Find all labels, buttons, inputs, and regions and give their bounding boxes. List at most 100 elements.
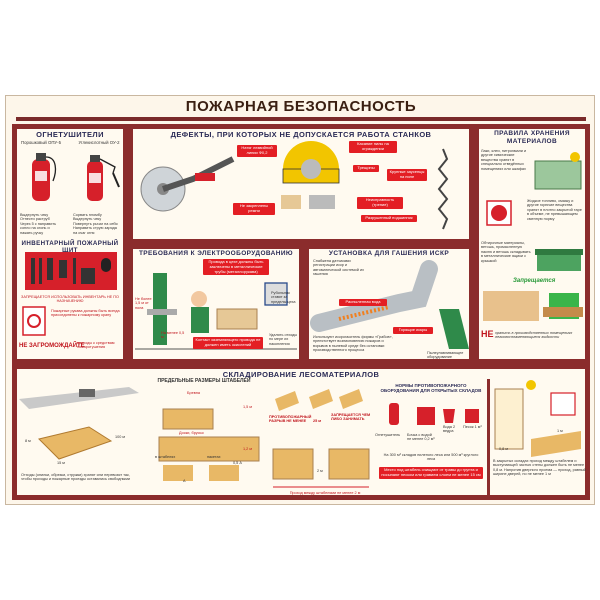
dim-label: 15 м bbox=[57, 461, 65, 465]
metal-box-icon bbox=[535, 249, 583, 271]
powder-step: Отнести раструб bbox=[20, 217, 50, 222]
forbidden-sign: Запрещается bbox=[513, 278, 556, 284]
co2-step: Выдернуть чеку bbox=[73, 217, 102, 222]
shield-forbidden-note: ЗАПРЕЩАЕТСЯ ИСПОЛЬЗОВАТЬ ИНВЕНТАРЬ НЕ ПО… bbox=[21, 295, 119, 304]
storage-text-3: Обтирочные материалы, ветошь, промасленн… bbox=[481, 241, 531, 263]
defects-panel: ДЕФЕКТЫ, ПРИ КОТОРЫХ НЕ ДОПУСКАЕТСЯ РАБО… bbox=[128, 124, 474, 244]
electrical-note-4: Удалять отходы по мере их накопления bbox=[269, 333, 298, 346]
sparks-label-2: Горящие искры bbox=[393, 327, 433, 334]
duct-illustration bbox=[310, 260, 469, 349]
sparks-label-1: Распыленная вода bbox=[339, 299, 387, 306]
forbidden-label: ЗАПРЕЩАЕТСЯ ЧЕМ ЛИБО ЗАНИМАТЬ bbox=[331, 413, 371, 422]
lumber-side-note: Отходы (опилки, обрезки, стружки) хранят… bbox=[21, 473, 131, 482]
divider bbox=[487, 379, 490, 495]
no-block-label: НЕ ЗАГРОМОЖДАЙТЕ bbox=[19, 343, 85, 349]
defect-label: Крупные заусенцы на пиле bbox=[387, 169, 427, 181]
powder-step: нажать ручку bbox=[20, 230, 44, 235]
storage-text-1: Лаки, клеи, нитроэмали и другие химическ… bbox=[481, 149, 527, 171]
co2-step: Повернуть рычаг на себя bbox=[73, 221, 118, 226]
dim-label: А bbox=[183, 479, 186, 483]
powder-steps: Выдернуть чеку Отнести раструб Через 5 с… bbox=[20, 213, 72, 235]
extinguishers-panel: ОГНЕТУШИТЕЛИ Порошковый ОПУ-5 Углекислот… bbox=[12, 124, 128, 364]
dim-label: Не более 1,5 м от пола bbox=[135, 297, 152, 310]
co2-label: Углекислотный ОУ-2 bbox=[78, 140, 120, 145]
powder-label: Порошковый ОПУ-5 bbox=[21, 140, 61, 145]
electrical-header: ТРЕБОВАНИЯ К ЭЛЕКТРООБОРУДОВАНИЮ bbox=[138, 250, 294, 257]
dim-label: 1 м bbox=[557, 429, 563, 433]
electrical-note-1: Провода в цехе должны быть заключены в м… bbox=[203, 259, 269, 276]
sparks-panel: УСТАНОВКА ДЛЯ ГАШЕНИЯ ИСКР Снабжена датч… bbox=[304, 244, 474, 364]
stacks-illustration bbox=[158, 408, 260, 481]
stack-title: ПРЕДЕЛЬНЫЕ РАЗМЕРЫ ШТАБЕЛЕЙ bbox=[157, 378, 251, 384]
extinguisher-icon bbox=[32, 153, 120, 201]
equip-label: Вода 2 ведра bbox=[443, 425, 456, 434]
co2-step: на очаг огня bbox=[73, 230, 95, 235]
storage-panel: ПРАВИЛА ХРАНЕНИЯ МАТЕРИАЛОВ Лаки, клеи, … bbox=[474, 124, 590, 364]
equip-label: Песок 1 м³ bbox=[463, 425, 482, 429]
sparks-label-3: Пылеулавливающее оборудование bbox=[427, 351, 464, 360]
planks-illustration bbox=[272, 389, 370, 488]
dim-label: 1,2 м bbox=[243, 447, 252, 451]
poster: ПОЖАРНАЯ БЕЗОПАСНОСТЬ ОГНЕТУШИТЕЛИ Порош… bbox=[5, 95, 595, 505]
co2-step: Направить струю заряда bbox=[73, 226, 117, 231]
stack-label: в штабелях bbox=[155, 455, 176, 459]
defect-label: Не закреплены ремни bbox=[233, 203, 275, 215]
storage-forbidden-note: хранить в производственных помещениях ле… bbox=[495, 331, 573, 340]
passage-label: Проход между штабелями не менее 2 м bbox=[289, 491, 361, 495]
dim-label: 0,5 А bbox=[233, 461, 242, 465]
gap-value: 25 м bbox=[313, 419, 322, 423]
ratio-note: На 300 м³ складов пиленого леса или 500 … bbox=[383, 453, 479, 462]
defect-label: Неисправность (трение) bbox=[357, 197, 403, 209]
flammable-sign-icon bbox=[486, 200, 512, 226]
equip-label: Бочка с водой не менее 0,2 м³ bbox=[407, 433, 435, 442]
powder-step: Выдернуть чеку bbox=[20, 213, 49, 217]
pump-note: Пожарные рукава должны быть всегда присо… bbox=[51, 309, 120, 318]
storage-text-2: Жидкое топливо, смазку и другие горючие … bbox=[527, 199, 582, 221]
title-rule bbox=[16, 117, 586, 121]
indoor-note: В закрытых складах проход между штабелем… bbox=[493, 459, 586, 477]
stack-label: Доски, брусья bbox=[179, 431, 204, 435]
dim-label: 0,8 м bbox=[499, 447, 508, 451]
dim-label: На менее 0,5 м bbox=[161, 331, 185, 340]
access-note: проходы к средствам пожаротушения bbox=[77, 341, 115, 350]
defect-label: Разрушенный подшипник bbox=[361, 215, 417, 222]
stack-label: пакетах bbox=[207, 455, 221, 459]
co2-steps: Сорвать пломбу Выдернуть чеку Повернуть … bbox=[73, 213, 125, 235]
hydrant-icon bbox=[22, 306, 46, 336]
lumber-panel: СКЛАДИРОВАНИЕ ЛЕСОМАТЕРИАЛОВ 8 м 15 м 10… bbox=[12, 364, 590, 500]
clean-note: Место под штабель очищают от травы до гр… bbox=[379, 467, 483, 479]
defect-label: Касание пилы на ограждении bbox=[349, 141, 397, 153]
indoor-illustration bbox=[494, 380, 581, 457]
co2-step: Сорвать пломбу bbox=[73, 213, 102, 217]
electrical-note-3: Контакт заземляющего провода не должен и… bbox=[193, 337, 263, 349]
shield-header: ИНВЕНТАРНЫЙ ПОЖАРНЫЙ ЩИТ bbox=[21, 240, 119, 254]
dim-label: 8 м bbox=[25, 439, 31, 443]
fire-shield-icon bbox=[25, 252, 117, 290]
defects-illustration bbox=[140, 141, 449, 230]
page-title: ПОЖАРНАЯ БЕЗОПАСНОСТЬ bbox=[185, 98, 417, 115]
forbidden-illustration bbox=[483, 291, 583, 321]
dim-2m: 2 м bbox=[317, 469, 323, 473]
powder-step: сопло на огонь и bbox=[20, 226, 50, 231]
gap-label: ПРОТИВОПОЖАРНЫЙ РАЗРЫВ НЕ МЕНЕЕ bbox=[269, 415, 312, 424]
dim-label: 1,5 м bbox=[243, 405, 252, 409]
powder-step: Через 5 с направить bbox=[20, 221, 57, 226]
equipment-illustration bbox=[389, 403, 479, 425]
sparks-note-1: Снабжена датчиками регистрации искр и ав… bbox=[313, 259, 364, 277]
storage-header: ПРАВИЛА ХРАНЕНИЯ МАТЕРИАЛОВ bbox=[494, 130, 570, 145]
defect-label: Трещины bbox=[353, 165, 379, 172]
road-illustration bbox=[19, 387, 139, 460]
extinguishers-header: ОГНЕТУШИТЕЛИ bbox=[36, 130, 104, 139]
bandsaw-illustration bbox=[135, 273, 297, 350]
sparks-header: УСТАНОВКА ДЛЯ ГАШЕНИЯ ИСКР bbox=[328, 250, 450, 257]
defect-label: Натяг лезвийной линии Ф0,2 bbox=[237, 145, 277, 157]
defects-header: ДЕФЕКТЫ, ПРИ КОТОРЫХ НЕ ДОПУСКАЕТСЯ РАБО… bbox=[170, 130, 432, 139]
lumber-header: СКЛАДИРОВАНИЕ ЛЕСОМАТЕРИАЛОВ bbox=[222, 370, 380, 379]
cabinet-icon bbox=[534, 152, 582, 190]
norms-title: НОРМЫ ПРОТИВОПОЖАРНОГО ОБОРУДОВАНИЯ ДЛЯ … bbox=[380, 383, 482, 394]
electrical-panel: ТРЕБОВАНИЯ К ЭЛЕКТРООБОРУДОВАНИЮ Провода… bbox=[128, 244, 304, 364]
equip-label: Огнетушитель bbox=[375, 433, 401, 437]
ne-label: НЕ bbox=[481, 329, 494, 339]
sparks-note-2: Используют искрогаситель фирмы «Грабов»,… bbox=[313, 335, 393, 353]
dim-label: 100 м bbox=[115, 435, 126, 439]
